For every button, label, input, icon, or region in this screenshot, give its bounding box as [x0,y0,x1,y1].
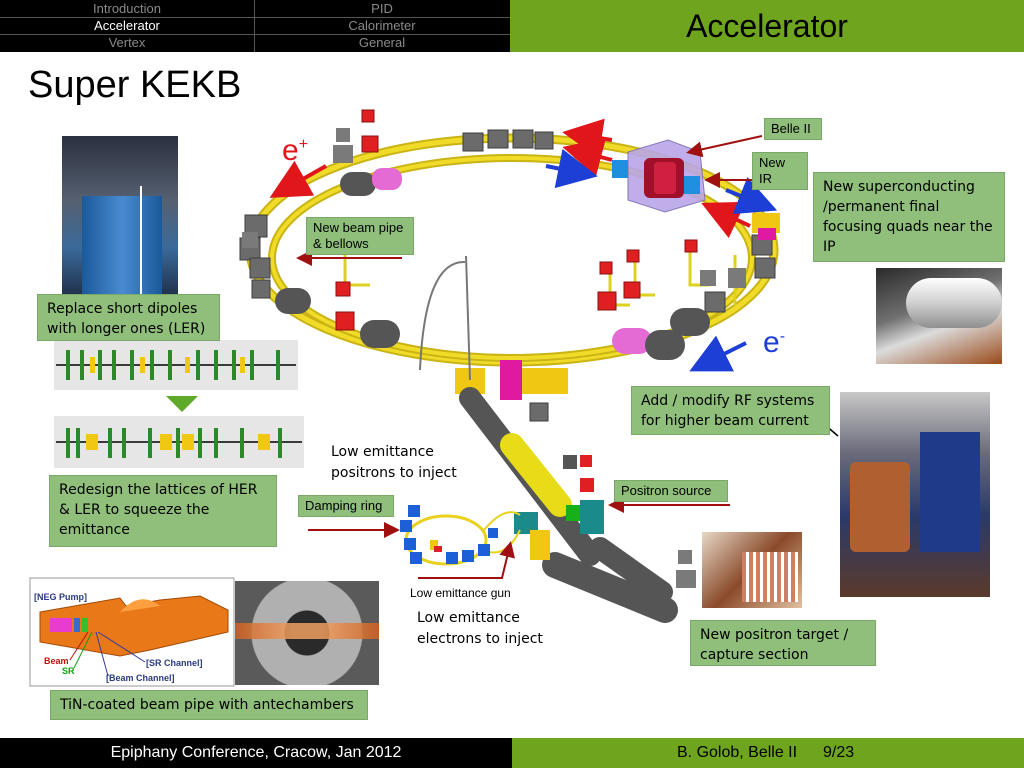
neg-pump-label: [NEG Pump] [34,592,87,602]
ring-wiggler-boxes [455,213,780,400]
sr-label: SR [62,666,75,676]
nav-divider [0,17,510,18]
electron-label: e- [763,326,786,359]
linac [419,255,696,623]
sr-channel-label: [SR Channel] [146,658,203,668]
low-emittance-positrons-label: Low emittance positrons to inject [331,444,457,481]
section-navigation: Introduction PID Accelerator Calorimeter… [0,0,510,52]
beampipe-diagram [29,577,235,687]
positron-target-note: New positron target / capture section [690,620,876,666]
nav-divider [254,0,255,52]
lattice-note: Redesign the lattices of HER & LER to sq… [49,475,277,547]
dipoles-note: Replace short dipoles with longer ones (… [37,294,220,341]
footer-conference: Epiphany Conference, Cracow, Jan 2012 [110,744,402,761]
tin-coated-note: TiN-coated beam pipe with antechambers [50,690,368,720]
rf-note: Add / modify RF systems for higher beam … [631,386,830,435]
new-beam-pipe-tag: New beam pipe & bellows [306,217,414,255]
nav-item-general[interactable]: General [358,35,406,50]
down-arrow [166,396,198,412]
beam-channel-label: [Beam Channel] [106,673,175,683]
footer-author: B. Golob, Belle II [677,744,798,761]
low-emittance-gun-label: Low emittance gun [410,586,511,600]
footer-right: B. Golob, Belle II 9/23 [512,738,1024,768]
lattice-new [54,416,304,468]
footer-page-number: 9/23 [823,744,855,761]
nav-item-introduction[interactable]: Introduction [93,1,161,16]
positron-source-tag: Positron source [614,480,728,502]
beam-arrows [269,118,778,372]
positron-target-photo [702,532,802,608]
slide-title: Super KEKB [28,64,242,106]
superconducting-note: New superconducting /permanent final foc… [813,172,1005,262]
rf-cavities [275,168,710,360]
nav-item-vertex[interactable]: Vertex [108,35,146,50]
positron-label: e+ [282,134,309,167]
damping-ring-tag: Damping ring [298,495,394,517]
header-title-bar: Accelerator [510,0,1024,52]
damping-ring [400,505,521,566]
nav-item-accelerator[interactable]: Accelerator [94,18,160,33]
low-emittance-electrons-label: Low emittance electrons to inject [417,610,543,647]
nav-item-calorimeter[interactable]: Calorimeter [348,18,416,33]
header-title: Accelerator [686,8,848,44]
new-ir-tag: New IR [752,152,808,190]
tunnel-photo [62,136,178,296]
nav-item-pid[interactable]: PID [371,1,393,16]
callout-lines [296,135,763,579]
quad-magnet-photo [876,268,1002,364]
nav-divider [0,34,510,35]
footer-left: Epiphany Conference, Cracow, Jan 2012 [0,738,512,768]
belle-ii-tag: Belle II [764,118,822,140]
beampipe-photo [235,581,379,685]
lattice-old [54,340,298,390]
belle-ii-detector [612,139,706,213]
ring-red-magnets [335,109,698,331]
ring-grey-magnets [242,128,746,288]
beam-label: Beam [44,656,69,666]
rf-cavity-photo [840,392,990,597]
ring-magnets [239,129,776,422]
